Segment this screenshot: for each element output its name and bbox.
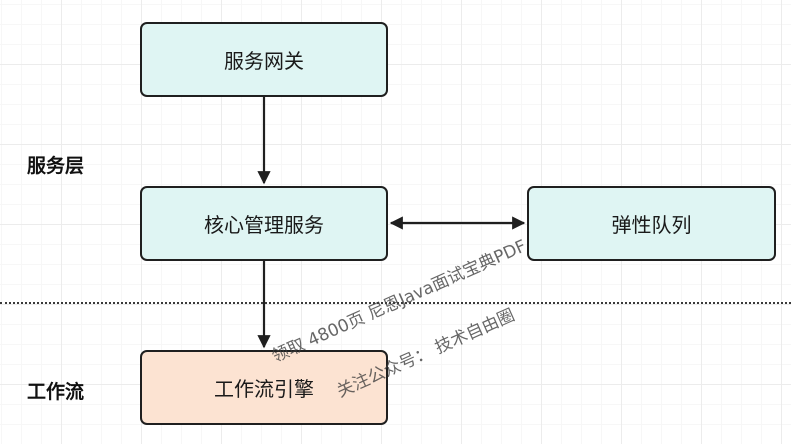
node-resilience-queue-label: 弹性队列 [611,213,692,237]
node-service-gateway[interactable]: 服务网关 [140,22,388,97]
node-service-gateway-label: 服务网关 [224,49,304,73]
node-core-management-service-label: 核心管理服务 [204,213,324,237]
node-core-management-service[interactable]: 核心管理服务 [140,186,388,261]
layer-label-service: 服务层 [27,155,85,177]
layer-divider [0,302,791,304]
node-resilience-queue[interactable]: 弹性队列 [527,186,776,261]
node-workflow-engine[interactable]: 工作流引擎 [140,350,388,425]
node-workflow-engine-label: 工作流引擎 [214,377,314,401]
layer-label-workflow: 工作流 [27,381,85,403]
